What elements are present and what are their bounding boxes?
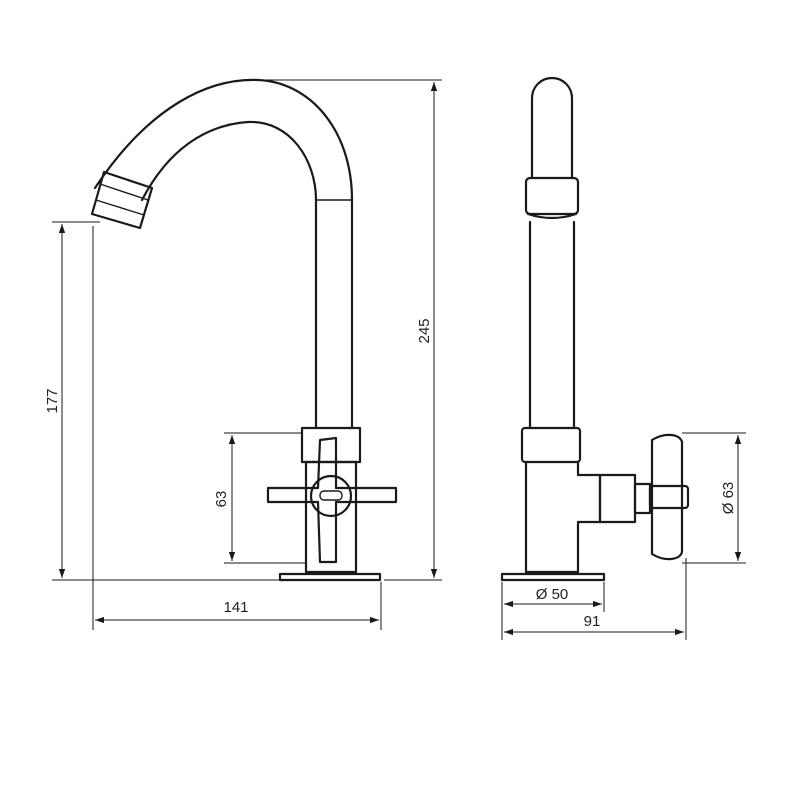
dimension-label-177: 177 xyxy=(44,388,61,413)
front-view xyxy=(90,78,398,582)
dimension-label-diameter-63: Ø 63 xyxy=(720,482,737,515)
dimension-base-diameter: Ø 50 xyxy=(501,582,605,640)
dimension-label-245: 245 xyxy=(416,318,433,343)
dimension-side-width: 91 xyxy=(504,558,687,640)
dimension-height-total: 245 xyxy=(258,79,442,581)
dimension-handle-height: 63 xyxy=(213,432,306,564)
valve-body-side xyxy=(524,460,652,574)
collar xyxy=(520,426,582,464)
spout-tube-side xyxy=(528,220,576,430)
base-flange xyxy=(278,572,382,582)
spout-top xyxy=(530,76,574,180)
dimension-handle-diameter: Ø 63 xyxy=(682,432,746,564)
base-flange-side xyxy=(500,572,606,582)
dimension-spout-height: 177 xyxy=(44,221,280,581)
handle-side xyxy=(648,433,690,561)
dimension-depth: 141 xyxy=(92,226,382,630)
dimension-label-63-front: 63 xyxy=(213,491,230,508)
valve-body xyxy=(300,426,362,574)
dimension-label-diameter-50: Ø 50 xyxy=(536,586,569,603)
dimension-label-141: 141 xyxy=(223,599,248,616)
side-view xyxy=(500,76,690,582)
aerator xyxy=(90,170,154,230)
spout-tube xyxy=(93,78,354,430)
cross-handle xyxy=(266,436,398,564)
dimension-label-91: 91 xyxy=(584,613,601,630)
aerator-side xyxy=(524,176,580,220)
